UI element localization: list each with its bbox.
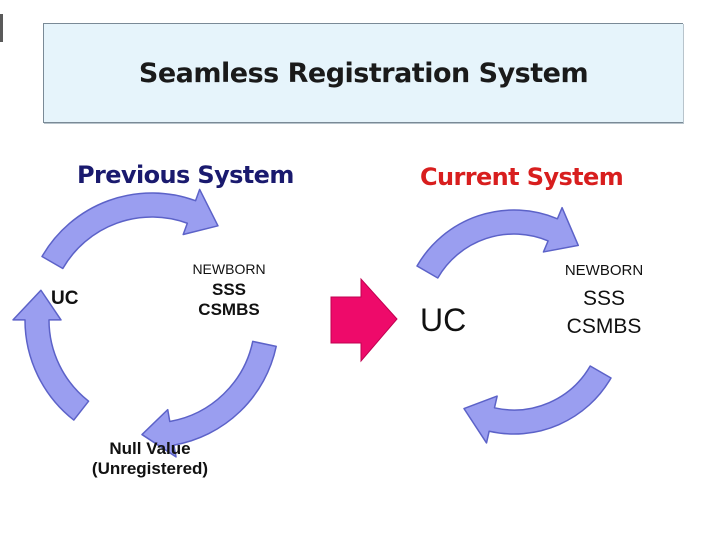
current-uc-label: UC — [420, 302, 467, 338]
page-title: Seamless Registration System — [138, 58, 589, 89]
current-system-heading: Current System — [420, 163, 624, 191]
previous-newborn-label: NEWBORN — [192, 261, 266, 277]
current-sss-label: SSS — [582, 287, 626, 310]
previous-bottom-right-arrow-icon — [141, 340, 277, 458]
title-banner: Seamless Registration System — [43, 23, 683, 123]
corner-mark — [0, 14, 3, 42]
transition-arrow-icon — [330, 277, 398, 363]
previous-null-value-label: Null Value — [109, 439, 191, 458]
previous-csmbs-label: CSMBS — [198, 300, 260, 319]
previous-left-arrow-icon — [12, 289, 90, 421]
previous-uc-label: UC — [51, 288, 79, 309]
current-bottom-arrow-icon — [463, 365, 612, 444]
current-csmbs-label: CSMBS — [566, 315, 642, 338]
previous-sss-label: SSS — [211, 280, 247, 299]
previous-system-heading: Previous System — [77, 161, 294, 189]
current-newborn-label: NEWBORN — [564, 262, 644, 279]
previous-top-arrow-icon — [41, 188, 219, 270]
current-top-arrow-icon — [416, 206, 580, 279]
previous-unregistered-label: (Unregistered) — [91, 459, 209, 478]
